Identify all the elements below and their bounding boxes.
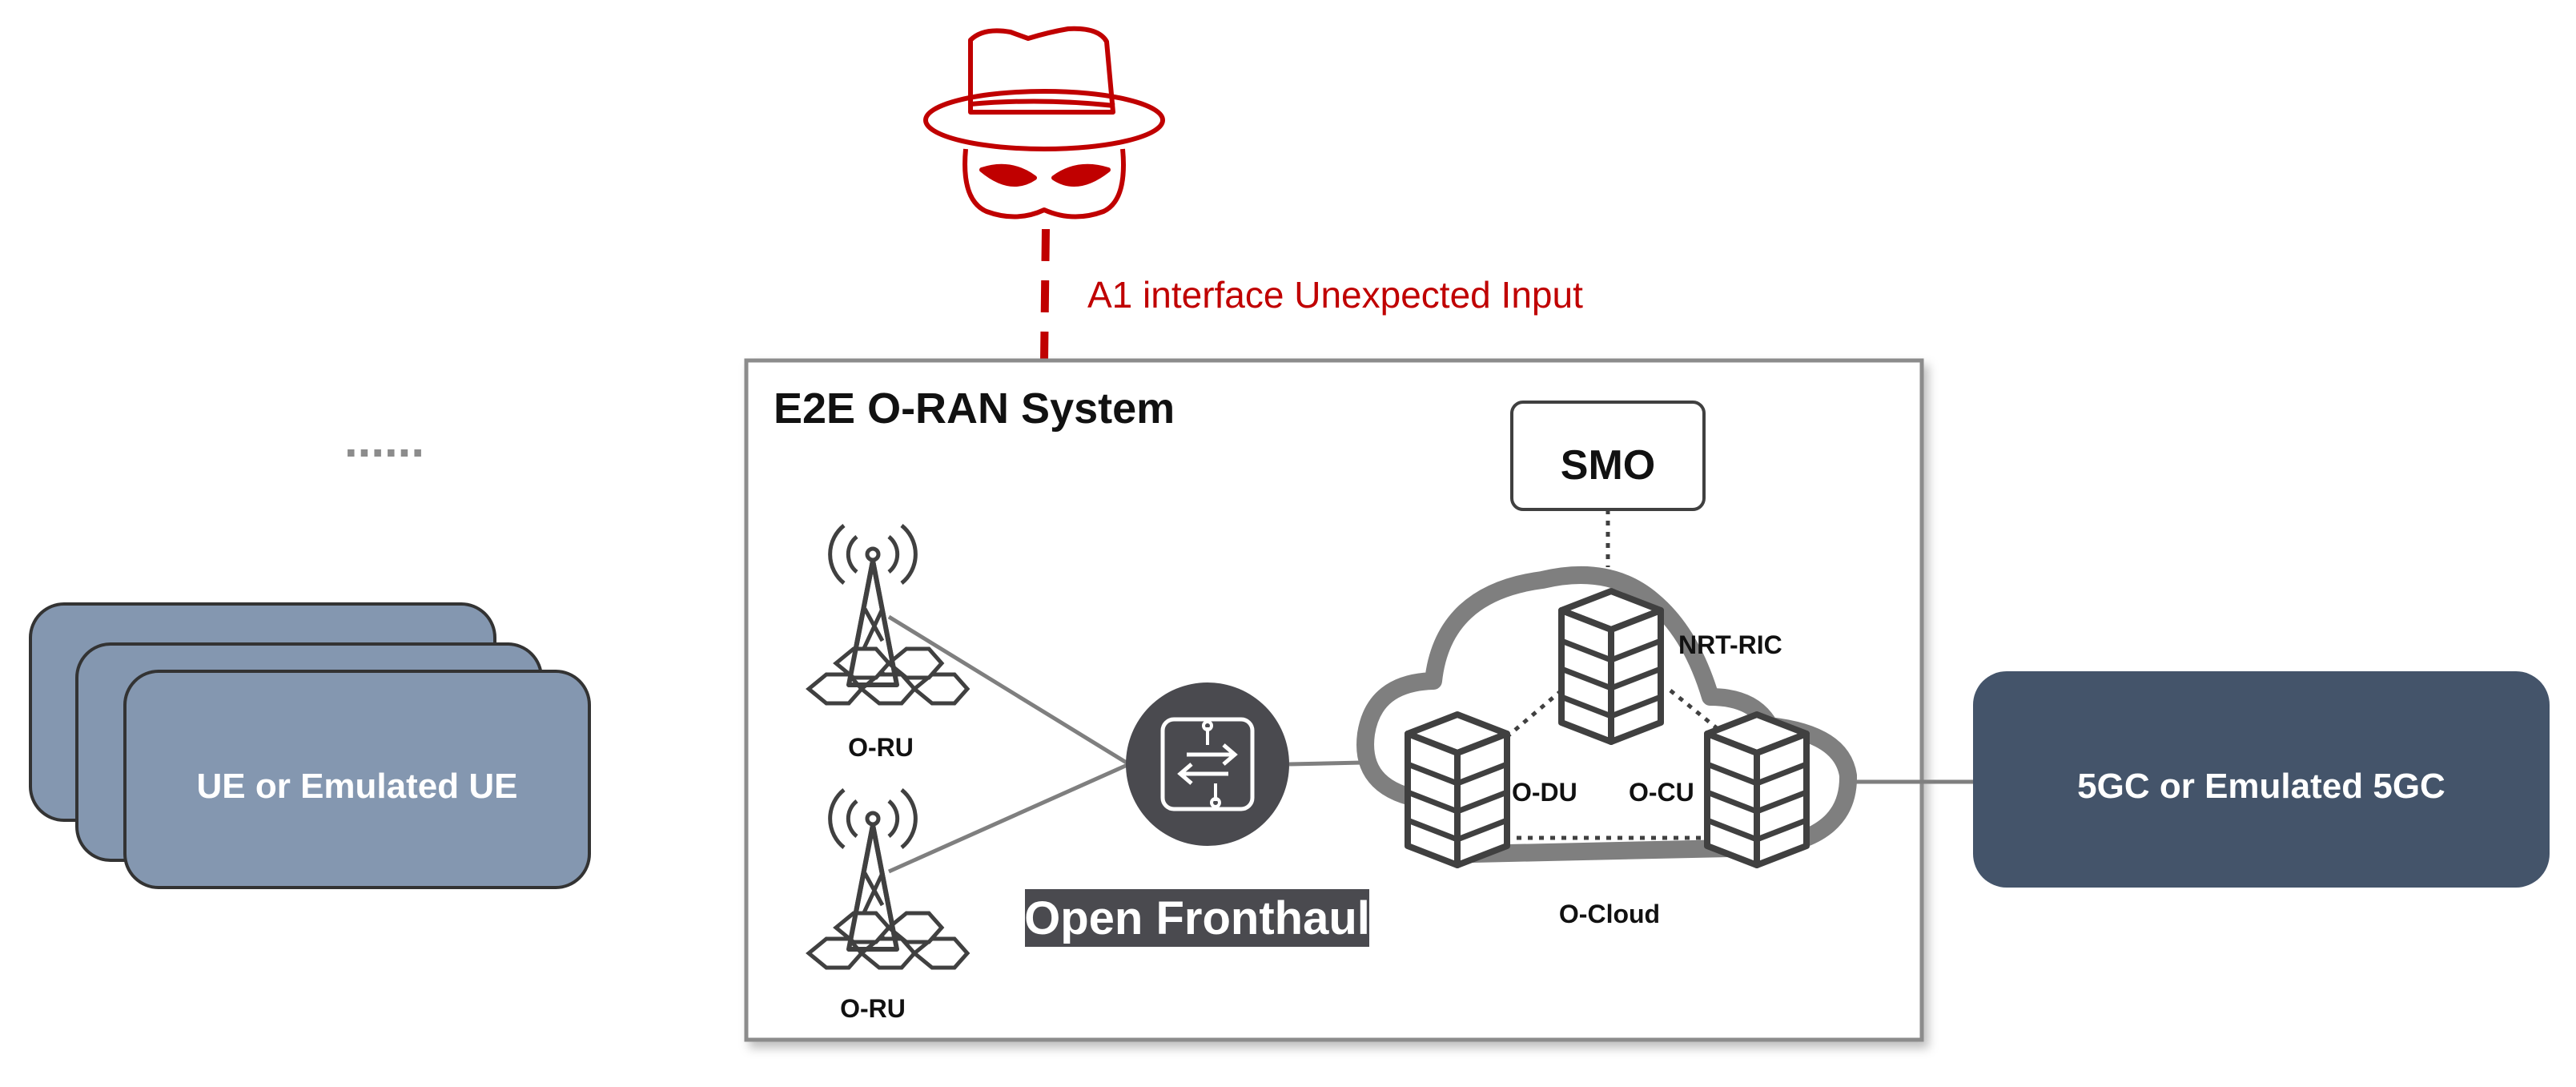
server-icon-o-du (1408, 715, 1507, 865)
ue-label: UE or Emulated UE (197, 767, 518, 806)
ue-stack: UE or Emulated UE (29, 602, 591, 889)
nrt-ric-label: NRT-RIC (1678, 630, 1782, 659)
o-ru-label-bottom: O-RU (840, 994, 906, 1023)
ue-card-front (123, 670, 591, 889)
o-cloud-label: O-Cloud (1559, 900, 1660, 928)
hacker-icon (923, 26, 1165, 219)
switch-arrows-icon (1126, 682, 1289, 846)
fronthaul-links (887, 614, 1975, 874)
fronthaul-label-bg (1025, 889, 1369, 947)
cloud-icon (1356, 566, 1858, 863)
core-box (1973, 671, 2550, 888)
smo-label: SMO (1561, 442, 1655, 489)
fronthaul-label: Open Fronthaul (1024, 892, 1370, 944)
server-icon-o-cu (1707, 715, 1806, 865)
o-du-label: O-DU (1512, 778, 1577, 807)
ellipsis: ...... (344, 413, 424, 467)
o-ru-label-top: O-RU (848, 733, 914, 762)
system-title: E2E O-RAN System (774, 384, 1175, 433)
server-icon-nrt-ric (1561, 591, 1661, 742)
attack-label: A1 interface Unexpected Input (1087, 274, 1583, 316)
core-label: 5GC or Emulated 5GC (2077, 767, 2445, 806)
o-cu-label: O-CU (1629, 778, 1694, 807)
